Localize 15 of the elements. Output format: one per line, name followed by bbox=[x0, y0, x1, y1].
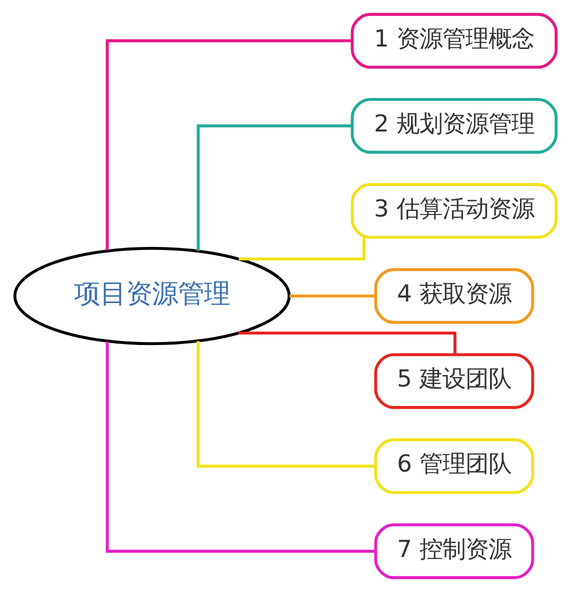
node-box: 1 资源管理概念 bbox=[350, 12, 558, 69]
connector bbox=[106, 39, 352, 250]
connector bbox=[196, 341, 376, 468]
node-box: 6 管理团队 bbox=[374, 438, 534, 494]
connector bbox=[106, 342, 376, 553]
node-box: 5 建设团队 bbox=[374, 353, 534, 409]
connector bbox=[238, 238, 366, 260]
connector bbox=[289, 294, 376, 298]
node-ellipse: 项目资源管理 bbox=[13, 246, 291, 346]
connector bbox=[196, 124, 352, 251]
connector bbox=[238, 332, 456, 354]
node-box: 7 控制资源 bbox=[374, 523, 534, 580]
node-box: 4 获取资源 bbox=[374, 268, 534, 324]
node-box: 2 规划资源管理 bbox=[350, 98, 558, 154]
node-box: 3 估算活动资源 bbox=[350, 183, 558, 239]
